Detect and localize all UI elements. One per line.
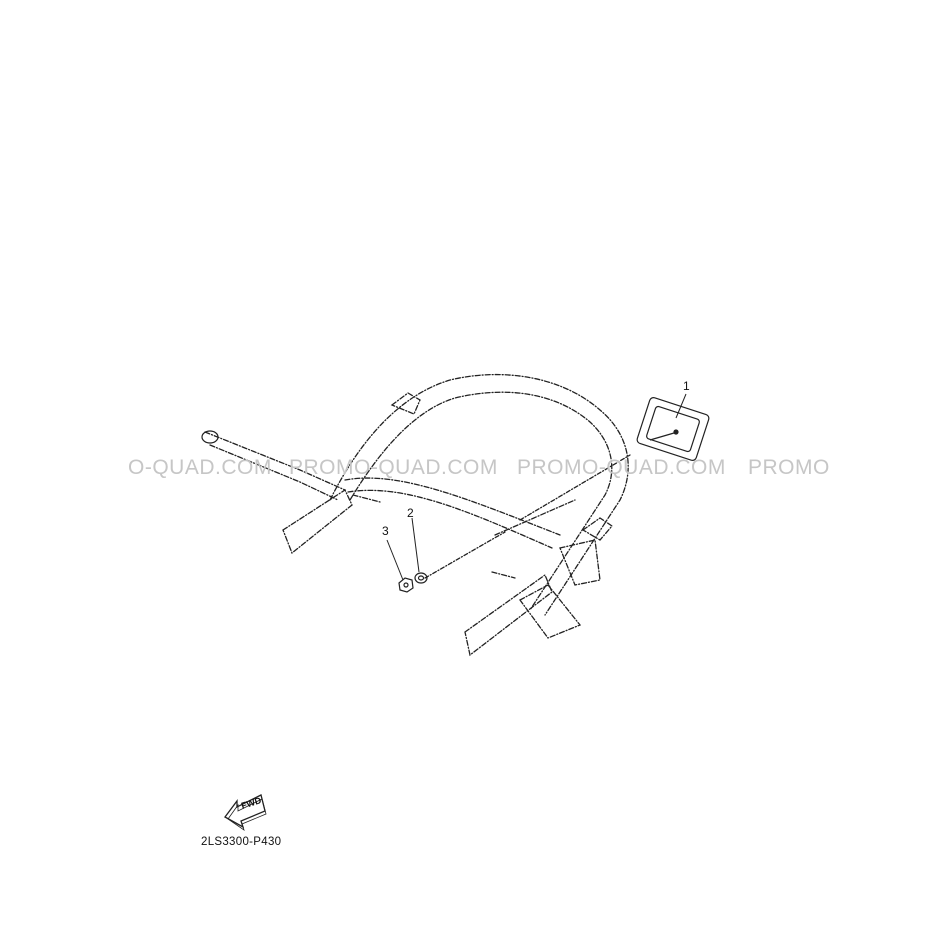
diagram-code: 2LS3300-P430 [201, 836, 282, 848]
footrest-peg [519, 584, 582, 639]
left-tube [204, 431, 346, 491]
nut [398, 577, 414, 593]
callout-1: 1 [683, 379, 690, 393]
right-mount-tab [581, 517, 613, 541]
tube-end [201, 430, 219, 444]
right-bracket [464, 573, 553, 657]
cross-member [344, 477, 561, 536]
left-bracket [282, 489, 353, 555]
callout-2: 2 [407, 506, 414, 520]
reflector-inner [646, 405, 700, 453]
watermark-3: PROMO-QUAD.COM [517, 456, 726, 479]
frame-loop-outer [329, 373, 629, 616]
hinge-block [559, 539, 601, 586]
watermark-2: PROMO-QUAD.COM [289, 456, 498, 479]
callout-3: 3 [382, 524, 389, 538]
watermark-4: PROMO [748, 456, 830, 479]
reflector-outer [636, 397, 710, 461]
washer [414, 572, 428, 584]
left-mount-tab [390, 392, 421, 415]
frame-loop-inner [349, 391, 613, 611]
fwd-arrow-icon [224, 794, 267, 832]
watermark-1: O-QUAD.COM [128, 456, 272, 479]
